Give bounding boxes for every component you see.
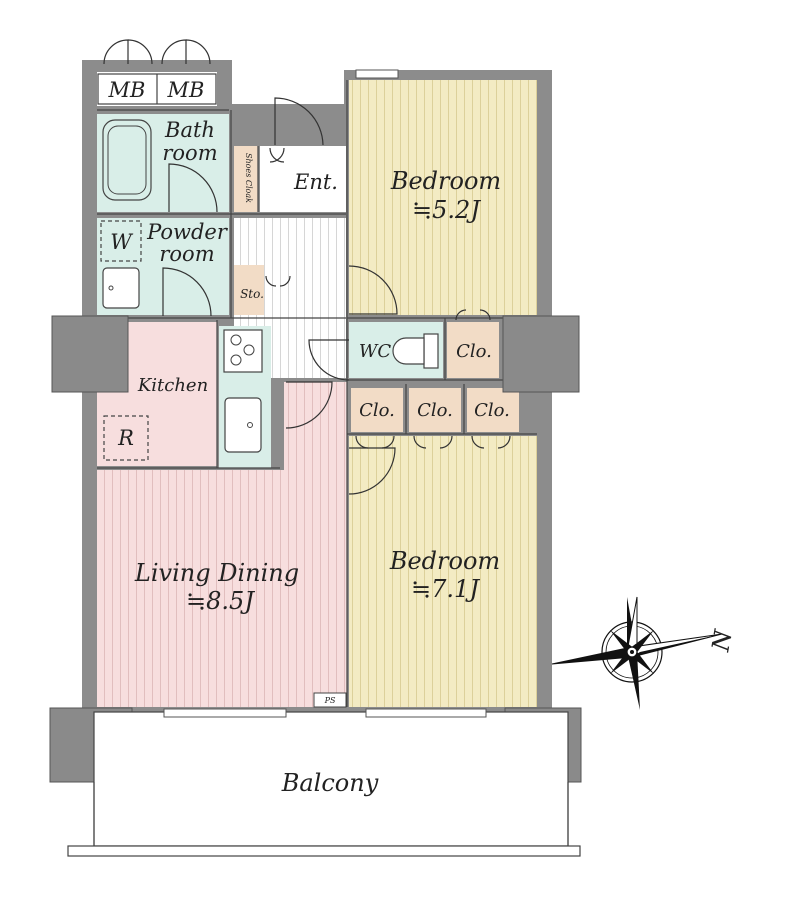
closet-3-label: Clo.: [474, 400, 510, 421]
pillar-right: [502, 315, 580, 393]
bath-label-line1: Bath: [164, 118, 215, 142]
closet-3-area: [467, 388, 519, 432]
bedroom-2-size: ≒7.1J: [411, 575, 480, 603]
closet-wc-area: [447, 322, 499, 378]
wc-label: WC: [359, 341, 392, 362]
living-area: [97, 470, 347, 707]
closet-1-label: Clo.: [359, 400, 395, 421]
bathtub: [102, 119, 152, 201]
washer-label: W: [110, 230, 134, 254]
mb-label-1: MB: [108, 78, 146, 102]
entrance-label: Ent.: [293, 170, 338, 194]
pipe-space-label: PS: [324, 696, 336, 705]
shoes-cloak-label: Shoes Cloak: [244, 153, 253, 203]
stove-box: [223, 329, 263, 373]
bedroom-1-size: ≒5.2J: [412, 196, 481, 224]
powder-sink: [102, 267, 140, 309]
mb-label-2: MB: [167, 78, 205, 102]
balcony-rail: [67, 845, 581, 857]
pipe-space-box: [313, 692, 347, 708]
burner-icon: [230, 334, 242, 346]
bath-label-line2: room: [162, 141, 217, 165]
balcony-area: [93, 711, 569, 847]
bedroom-1-area: [349, 80, 537, 315]
entrance-area: [260, 146, 346, 212]
bedroom-1-name: Bedroom: [390, 167, 501, 195]
closet-2-label: Clo.: [417, 400, 453, 421]
balcony-label: Balcony: [281, 769, 379, 797]
kitchen-sink: [224, 397, 262, 453]
closet-wc-label: Clo.: [456, 341, 492, 362]
window-bedroom2: [365, 708, 487, 718]
powder-label-line2: room: [159, 242, 214, 266]
compass-north-label: N: [706, 627, 738, 655]
closet-1-area: [351, 388, 403, 432]
pillar-left: [51, 315, 129, 393]
living-size: ≒8.5J: [186, 587, 255, 615]
window-living: [163, 708, 287, 718]
refrigerator-label: R: [117, 426, 134, 450]
living-name: Living Dining: [134, 559, 299, 587]
kitchen-label: Kitchen: [137, 375, 208, 396]
fridge-box: [103, 415, 149, 461]
bathtub-inner: [107, 125, 147, 195]
storage-label: Sto.: [240, 287, 264, 301]
powder-label-line1: Powder: [146, 220, 229, 244]
compass-rose-icon: [551, 596, 723, 710]
toilet-bowl: [392, 337, 425, 365]
toilet-tank: [423, 333, 439, 369]
bedroom-2-name: Bedroom: [389, 547, 500, 575]
storage-area: [234, 265, 264, 315]
shoes-cloak-area: [234, 146, 258, 212]
washer-box: [100, 220, 142, 262]
window-bedroom1: [355, 69, 399, 79]
closet-2-area: [409, 388, 461, 432]
